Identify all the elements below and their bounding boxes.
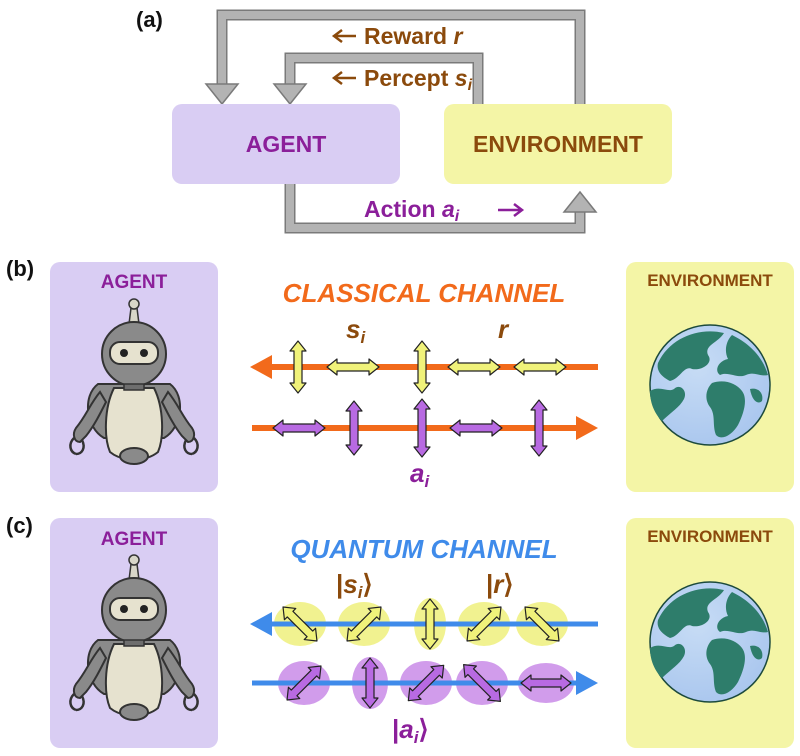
quantum-action-line-arrowhead (576, 671, 598, 695)
percept-word: Percept (364, 65, 449, 91)
action-symbol: a (442, 196, 455, 222)
quantum-reward-ket: |r⟩ (486, 569, 514, 599)
action-word: Action (364, 196, 436, 222)
classical-percept-polarizations (289, 340, 567, 394)
globe-icon (649, 581, 771, 703)
environment-box-label: ENVIRONMENT (473, 131, 643, 157)
reward-symbol: r (453, 23, 463, 49)
percept-symbol: s (455, 65, 468, 91)
environment-card-classical-label: ENVIRONMENT (647, 271, 773, 290)
percept-subscript: i (468, 77, 473, 94)
environment-card-quantum-label: ENVIRONMENT (647, 527, 773, 546)
polarization-arrow (449, 419, 503, 437)
polarization-arrow (272, 419, 326, 437)
quantum-percept-polarizations (282, 598, 560, 650)
classical-channel-title: CLASSICAL CHANNEL (283, 278, 566, 308)
environment-box (444, 104, 672, 184)
polarization-arrow (413, 398, 431, 458)
polarization-arrow (345, 400, 363, 456)
reward-word: Reward (364, 23, 447, 49)
globe-icon (649, 324, 771, 446)
polarization-arrow (463, 664, 501, 702)
classical-action-line-arrowhead (576, 416, 598, 440)
action-loop-arrowhead (562, 190, 598, 213)
percept-loop-arrowhead (272, 83, 308, 106)
panel-a: (a) AGENT ENVIRONMENT Reward r Percept s… (136, 7, 672, 234)
polarization-arrow (407, 664, 445, 702)
agent-box-label: AGENT (246, 131, 327, 157)
quantum-channel-title: QUANTUM CHANNEL (290, 534, 557, 564)
polarization-arrow (282, 606, 318, 642)
svg-text:Percept si: Percept si (364, 65, 473, 94)
reward-label: Reward r (331, 23, 463, 49)
classical-action-polarizations (272, 398, 548, 458)
panel-b-label: (b) (6, 256, 34, 281)
classical-percept-line-arrowhead (250, 355, 272, 379)
classical-reward-symbol: r (498, 314, 510, 344)
polarization-arrow (530, 399, 548, 457)
panel-b: (b) AGENT ENVIRONMENT CLASSICAL CHANNEL … (6, 256, 794, 492)
polarization-arrow (346, 606, 382, 642)
classical-percept-symbol: si (346, 314, 366, 347)
agent-card-classical-label: AGENT (101, 272, 168, 293)
svg-text:Reward r: Reward r (364, 23, 463, 49)
agent-card-quantum-label: AGENT (101, 529, 168, 550)
action-label: Action ai (364, 196, 525, 225)
percept-label: Percept si (331, 65, 473, 94)
reward-loop-arrowhead (204, 83, 240, 106)
percept-direction-arrow (331, 71, 356, 85)
polarization-arrow (520, 674, 572, 692)
panel-a-label: (a) (136, 7, 163, 32)
polarization-arrow (361, 657, 379, 709)
reward-direction-arrow (331, 29, 356, 43)
panel-c: (c) AGENT ENVIRONMENT QUANTUM CHANNEL |s… (6, 513, 794, 748)
polarization-arrow (421, 598, 439, 650)
polarization-arrow (513, 358, 567, 376)
polarization-arrow (286, 665, 322, 701)
svg-text:Action ai: Action ai (364, 196, 460, 225)
quantum-percept-ket: |si⟩ (336, 569, 373, 602)
polarization-arrow (466, 606, 502, 642)
action-subscript: i (455, 208, 460, 225)
polarization-arrow (447, 358, 501, 376)
agent-box (172, 104, 400, 184)
classical-action-symbol: ai (410, 458, 430, 491)
quantum-percept-line-arrowhead (250, 612, 272, 636)
polarization-arrow (524, 606, 560, 642)
polarization-arrow (413, 340, 431, 394)
action-direction-arrow (498, 203, 525, 217)
quantum-action-polarizations (286, 657, 572, 709)
quantum-action-ket: |ai⟩ (392, 714, 429, 747)
polarization-arrow (289, 340, 307, 394)
polarization-arrow (326, 358, 380, 376)
panel-c-label: (c) (6, 513, 33, 538)
